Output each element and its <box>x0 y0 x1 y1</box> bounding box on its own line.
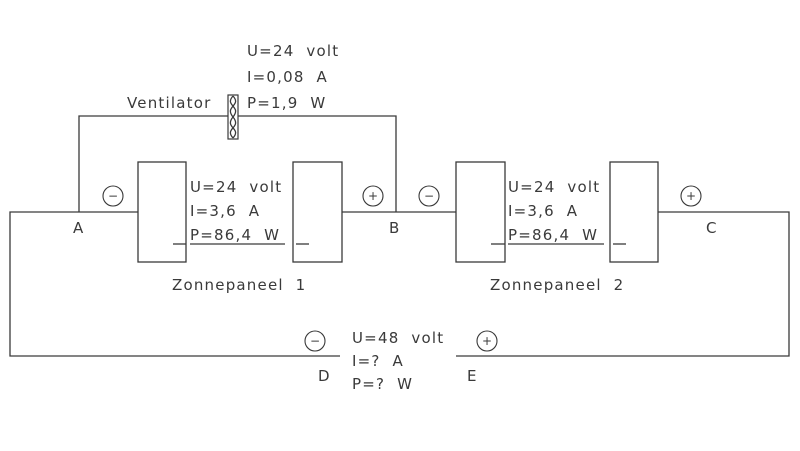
node-a-label: A <box>73 219 84 237</box>
main-wire-right <box>456 211 790 357</box>
panel1-power: P=86,4 W <box>190 226 280 244</box>
plus-terminal-e: + <box>476 330 498 352</box>
panel1-voltage: U=24 volt <box>190 178 282 196</box>
minus-terminal-panel1: − <box>102 185 124 207</box>
svg-text:−: − <box>108 189 118 203</box>
svg-text:+: + <box>368 189 378 203</box>
ventilator-voltage: U=24 volt <box>247 42 339 60</box>
node-b-label: B <box>389 219 401 237</box>
ventilator-current: I=0,08 A <box>247 68 328 86</box>
minus-terminal-panel2: − <box>418 185 440 207</box>
main-wire-left <box>9 211 340 357</box>
panel1-current: I=3,6 A <box>190 202 260 220</box>
svg-text:+: + <box>482 334 492 348</box>
total-power: P=? W <box>352 375 413 393</box>
total-voltage: U=48 volt <box>352 329 444 347</box>
svg-text:−: − <box>310 334 320 348</box>
solar-panel-2 <box>455 161 659 263</box>
node-e-label: E <box>467 367 478 385</box>
panel2-current: I=3,6 A <box>508 202 578 220</box>
svg-text:+: + <box>686 189 696 203</box>
panel2-power: P=86,4 W <box>508 226 598 244</box>
solar-panel-1 <box>137 161 343 263</box>
panel2-voltage: U=24 volt <box>508 178 600 196</box>
ventilator-icon <box>227 94 239 140</box>
total-current: I=? A <box>352 352 404 370</box>
panel1-name: Zonnepaneel 1 <box>172 276 306 294</box>
plus-terminal-panel2: + <box>680 185 702 207</box>
node-d-label: D <box>318 367 331 385</box>
svg-text:−: − <box>424 189 434 203</box>
node-c-label: C <box>706 219 718 237</box>
ventilator-label: Ventilator <box>127 94 211 112</box>
plus-terminal-panel1: + <box>362 185 384 207</box>
minus-terminal-d: − <box>304 330 326 352</box>
ventilator-power: P=1,9 W <box>247 94 326 112</box>
panel2-name: Zonnepaneel 2 <box>490 276 624 294</box>
